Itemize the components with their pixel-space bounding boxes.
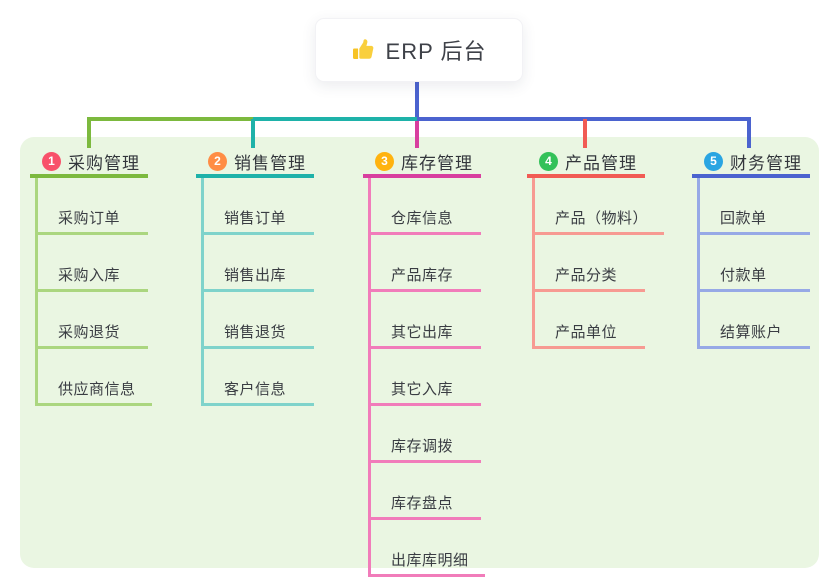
child-node[interactable]: 采购入库 [38, 235, 148, 292]
child-node[interactable]: 产品库存 [371, 235, 481, 292]
connector-drop-4 [583, 119, 587, 148]
connector-root-drop [415, 82, 419, 121]
branch-number-badge: 1 [42, 151, 61, 171]
branch-header-purchase[interactable]: 1 采购管理 [30, 148, 148, 178]
branch-purchase: 1 采购管理 采购订单 采购入库 采购退货 供应商信息 [30, 148, 152, 406]
connector-bus-segment-1 [87, 117, 253, 121]
child-node[interactable]: 产品分类 [535, 235, 645, 292]
branch-header-finance[interactable]: 5 财务管理 [692, 148, 810, 178]
child-node[interactable]: 采购退货 [38, 292, 148, 349]
branch-number-badge: 3 [375, 151, 394, 171]
branch-header-product[interactable]: 4 产品管理 [527, 148, 645, 178]
child-node[interactable]: 其它入库 [371, 349, 481, 406]
child-node[interactable]: 库存盘点 [371, 463, 481, 520]
branch-children: 仓库信息 产品库存 其它出库 其它入库 库存调拨 库存盘点 出库库明细 [368, 178, 485, 577]
child-node[interactable]: 销售退货 [204, 292, 314, 349]
branch-children: 销售订单 销售出库 销售退货 客户信息 [201, 178, 314, 406]
branch-number-badge: 2 [208, 151, 227, 171]
branch-label: 采购管理 [68, 153, 140, 173]
branch-number-badge: 5 [704, 151, 723, 171]
child-node[interactable]: 产品（物料） [535, 178, 665, 235]
connector-drop-2 [251, 119, 255, 148]
branch-label: 财务管理 [730, 153, 802, 173]
branch-label: 库存管理 [401, 153, 473, 173]
branch-sales: 2 销售管理 销售订单 销售出库 销售退货 客户信息 [196, 148, 314, 406]
branch-finance: 5 财务管理 回款单 付款单 结算账户 [692, 148, 810, 349]
branches-panel [20, 137, 819, 568]
thumbs-up-icon [352, 38, 376, 62]
child-node[interactable]: 结算账户 [700, 292, 810, 349]
child-node[interactable]: 产品单位 [535, 292, 645, 349]
branch-header-inventory[interactable]: 3 库存管理 [363, 148, 481, 178]
child-node[interactable]: 仓库信息 [371, 178, 481, 235]
branch-children: 回款单 付款单 结算账户 [697, 178, 810, 349]
connector-drop-1 [87, 119, 91, 148]
child-node[interactable]: 销售订单 [204, 178, 314, 235]
connector-bus-segment-2 [253, 117, 417, 121]
child-node[interactable]: 供应商信息 [38, 349, 152, 406]
child-node[interactable]: 采购订单 [38, 178, 148, 235]
branch-header-sales[interactable]: 2 销售管理 [196, 148, 314, 178]
branch-inventory: 3 库存管理 仓库信息 产品库存 其它出库 其它入库 库存调拨 库存盘点 出库库… [363, 148, 485, 577]
connector-drop-5 [747, 119, 751, 148]
branch-label: 销售管理 [234, 153, 306, 173]
branch-number-badge: 4 [539, 151, 558, 171]
child-node[interactable]: 出库库明细 [371, 520, 485, 577]
child-node[interactable]: 付款单 [700, 235, 810, 292]
root-node[interactable]: ERP 后台 [315, 18, 523, 82]
branch-children: 产品（物料） 产品分类 产品单位 [532, 178, 665, 349]
connector-drop-3 [415, 121, 419, 148]
branch-children: 采购订单 采购入库 采购退货 供应商信息 [35, 178, 152, 406]
child-node[interactable]: 回款单 [700, 178, 810, 235]
branch-product: 4 产品管理 产品（物料） 产品分类 产品单位 [527, 148, 665, 349]
child-node[interactable]: 销售出库 [204, 235, 314, 292]
branch-label: 产品管理 [565, 153, 637, 173]
child-node[interactable]: 客户信息 [204, 349, 314, 406]
root-label: ERP 后台 [385, 39, 487, 64]
child-node[interactable]: 库存调拨 [371, 406, 481, 463]
child-node[interactable]: 其它出库 [371, 292, 481, 349]
